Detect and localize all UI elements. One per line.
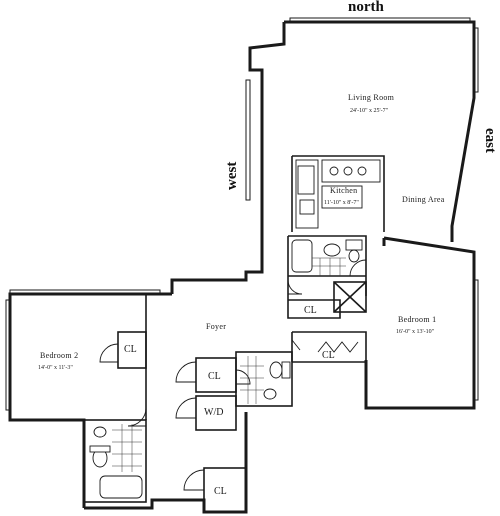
kitchen-label: Kitchen bbox=[330, 186, 357, 195]
compass-east: east bbox=[482, 128, 498, 153]
interior-walls bbox=[83, 155, 385, 513]
kitchen-dims: 11'-10" x 8'-7" bbox=[324, 200, 359, 206]
bath-1-fixtures bbox=[291, 239, 363, 276]
bath-2-fixtures bbox=[240, 356, 291, 404]
closet-label-bath: CL bbox=[304, 305, 317, 316]
bath-3-fixtures bbox=[89, 424, 143, 499]
bedroom-1-dims: 16'-0" x 13'-10" bbox=[396, 329, 435, 335]
closet-label-entry: CL bbox=[214, 486, 227, 497]
living-room-label: Living Room bbox=[348, 93, 395, 102]
windows bbox=[5, 17, 479, 411]
dining-area-label: Dining Area bbox=[402, 195, 445, 204]
bedroom-1-label: Bedroom 1 bbox=[398, 315, 436, 324]
bedroom-2-dims: 14'-0" x 11'-3" bbox=[38, 365, 73, 371]
bedroom-2-label: Bedroom 2 bbox=[40, 351, 78, 360]
exterior-walls bbox=[8, 20, 476, 514]
kitchen-fixtures bbox=[295, 159, 381, 229]
foyer-label: Foyer bbox=[206, 322, 226, 331]
closet-label-foyer: CL bbox=[208, 371, 221, 382]
closet-label-bedroom-1: CL bbox=[322, 350, 335, 361]
compass-north: north bbox=[348, 0, 384, 15]
compass-west: west bbox=[224, 162, 240, 190]
living-room-dims: 24'-10" x 25'-7" bbox=[350, 108, 389, 114]
washer-dryer-label: W/D bbox=[204, 407, 223, 418]
doors bbox=[99, 259, 367, 491]
closet-label-bedroom-2: CL bbox=[124, 344, 137, 355]
